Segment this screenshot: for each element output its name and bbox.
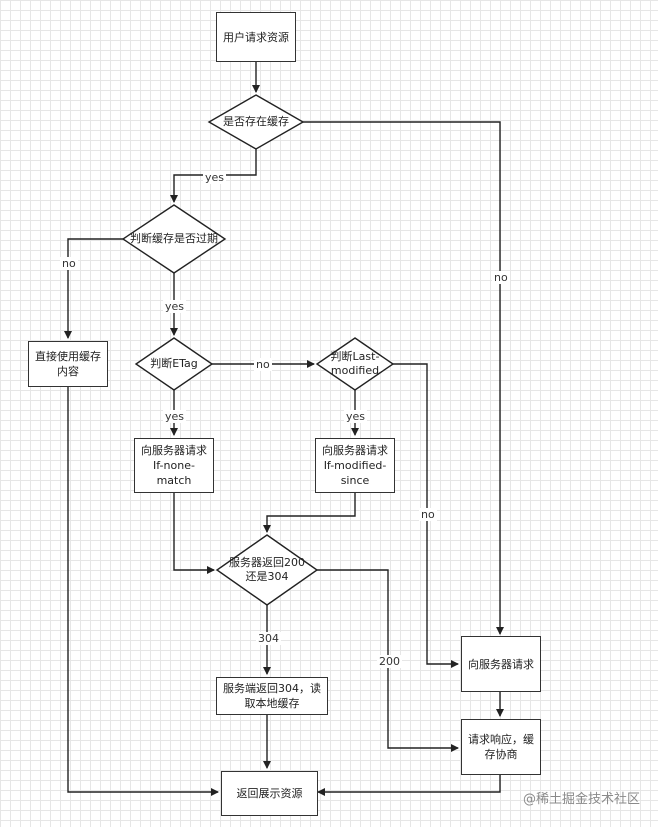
edge-if-modified-since-to-server xyxy=(263,493,356,533)
edge-label-200: 200 xyxy=(377,655,402,668)
watermark: @稀土掘金技术社区 xyxy=(522,792,640,807)
edge-use-cache-to-return xyxy=(67,387,219,796)
label-last-modified: 判断Last- modified xyxy=(330,350,380,377)
label-has-cache: 是否存在缓存 xyxy=(223,115,289,128)
edge-label-etag-no: no xyxy=(254,358,272,371)
edge-expired-no xyxy=(64,238,123,339)
node-return-resource: 返回展示资源 xyxy=(221,771,318,816)
edge-has-cache-no xyxy=(303,121,504,635)
node-req-if-none-match: 向服务器请求 If-none- match xyxy=(134,438,214,493)
edge-if-none-match-to-server xyxy=(173,493,215,574)
node-response-negotiate: 请求响应，缓 存协商 xyxy=(461,719,541,775)
label-cache-expired: 判断缓存是否过期 xyxy=(130,232,218,245)
edge-label-has-cache-yes: yes xyxy=(203,171,227,184)
edge-label-last-modified-yes: yes xyxy=(344,410,368,423)
node-server-304: 服务端返回304，读 取本地缓存 xyxy=(216,677,328,715)
node-use-cache: 直接使用缓存 内容 xyxy=(28,341,108,387)
node-req-if-modified-since: 向服务器请求 If-modified- since xyxy=(315,438,395,493)
edge-label-304: 304 xyxy=(256,632,281,645)
label-etag: 判断ETag xyxy=(150,357,198,370)
label-server-returns: 服务器返回200 还是304 xyxy=(229,556,305,583)
edge-label-expired-no: no xyxy=(60,257,78,270)
edge-label-etag-yes: yes xyxy=(163,410,187,423)
node-start: 用户请求资源 xyxy=(216,12,296,62)
edge-label-has-cache-no: no xyxy=(492,271,510,284)
edge-response-to-return xyxy=(317,775,501,796)
node-request-server: 向服务器请求 xyxy=(461,636,541,692)
edge-label-last-modified-no: no xyxy=(419,508,437,521)
edge-label-expired-yes: yes xyxy=(163,300,187,313)
